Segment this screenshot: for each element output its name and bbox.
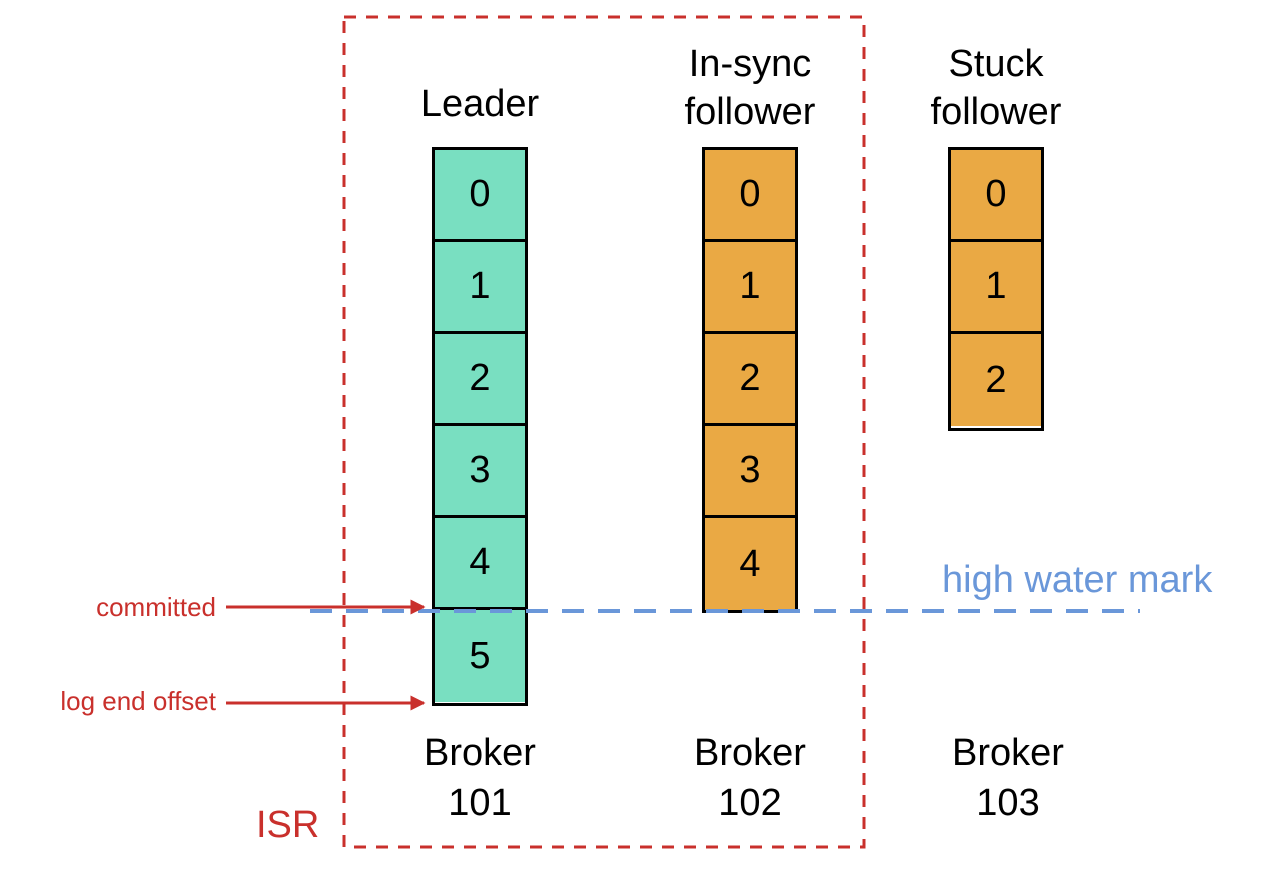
log-entry: 1 [435, 242, 525, 334]
log-entry: 1 [705, 242, 795, 334]
broker-label-line-2: 103 [976, 782, 1040, 824]
isr-label: ISR [256, 804, 320, 846]
log-entry: 4 [435, 518, 525, 610]
log-entry: 2 [435, 334, 525, 426]
high-water-mark-label: high water mark [942, 559, 1213, 601]
log-entry: 5 [435, 610, 525, 702]
log-entry: 3 [705, 426, 795, 518]
in-sync-follower-header-line-2: follower [684, 91, 816, 133]
broker-label-line-2: 102 [718, 782, 782, 824]
in-sync-follower-header-line-1: In-sync [688, 43, 812, 85]
log-entry: 2 [951, 334, 1041, 426]
broker-103-label: Broker 103 [898, 728, 1118, 828]
leader-header-line-1: Leader [420, 83, 540, 125]
log-entry: 3 [435, 426, 525, 518]
broker-label-line-1: Broker [694, 732, 806, 774]
broker-label-line-1: Broker [952, 732, 1064, 774]
log-entry: 0 [951, 150, 1041, 242]
log-entry: 0 [705, 150, 795, 242]
broker-102-label: Broker 102 [640, 728, 860, 828]
broker-label-line-1: Broker [424, 732, 536, 774]
stuck-follower-header-line-2: follower [930, 91, 1062, 133]
broker-101-label: Broker 101 [370, 728, 590, 828]
log-end-offset-label: log end offset [60, 686, 216, 716]
leader-header: Leader [370, 80, 590, 128]
committed-label: committed [96, 592, 216, 622]
stuck-follower-log: 0 1 2 [948, 147, 1044, 431]
log-entry: 0 [435, 150, 525, 242]
isr-boundary [342, 15, 866, 849]
log-entry: 2 [705, 334, 795, 426]
stuck-follower-header: Stuck follower [886, 40, 1106, 136]
leader-log: 0 1 2 3 4 5 [432, 147, 528, 706]
broker-label-line-2: 101 [448, 782, 512, 824]
log-entry: 4 [705, 518, 795, 610]
stuck-follower-header-line-1: Stuck [948, 43, 1044, 85]
in-sync-follower-header: In-sync follower [640, 40, 860, 136]
log-entry: 1 [951, 242, 1041, 334]
